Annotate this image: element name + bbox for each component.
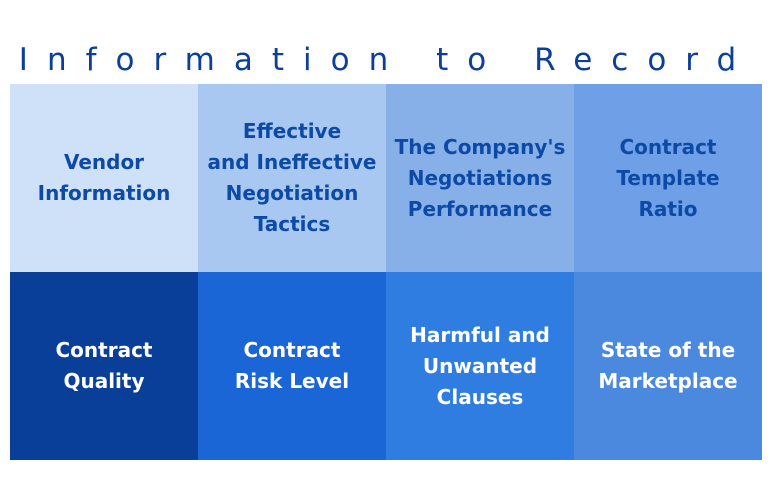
cell-label: Contract Risk Level — [234, 338, 350, 393]
cell-label: Harmful and Unwanted Clauses — [410, 322, 550, 409]
cell-harmful-clauses: Harmful and Unwanted Clauses — [386, 272, 574, 460]
cell-label: Contract Template Ratio — [616, 134, 720, 221]
cell-label: Contract Quality — [55, 338, 153, 393]
cell-label: Effective and Ineffective Negotiation Ta… — [207, 119, 377, 236]
cell-label: Vendor Information — [37, 150, 171, 205]
diagram-title: Information to Record — [18, 42, 756, 78]
cell-state-of-marketplace: State of the Marketplace — [574, 272, 762, 460]
cell-contract-template-ratio: Contract Template Ratio — [574, 84, 762, 272]
info-grid: Vendor Information Effective and Ineffec… — [10, 84, 762, 460]
cell-negotiation-tactics: Effective and Ineffective Negotiation Ta… — [198, 84, 386, 272]
cell-negotiations-performance: The Company's Negotiations Performance — [386, 84, 574, 272]
cell-contract-quality: Contract Quality — [10, 272, 198, 460]
cell-label: The Company's Negotiations Performance — [394, 134, 566, 221]
cell-vendor-information: Vendor Information — [10, 84, 198, 272]
cell-label: State of the Marketplace — [598, 338, 738, 393]
cell-contract-risk-level: Contract Risk Level — [198, 272, 386, 460]
